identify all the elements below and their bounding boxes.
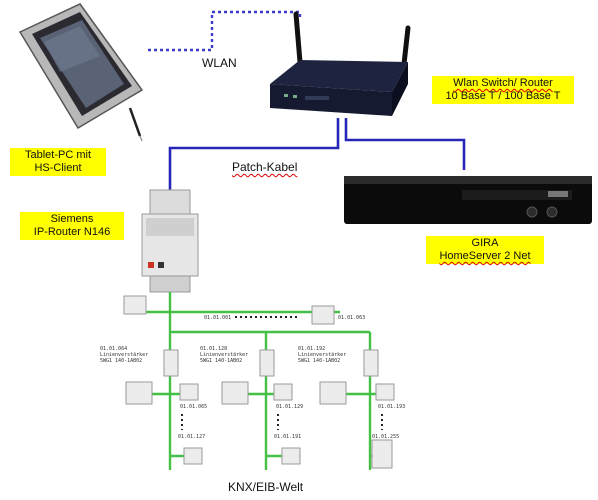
patch-cable-label: Patch-Kabel	[232, 160, 298, 174]
address-top-right: 01.01.063	[338, 315, 366, 321]
coupler2-text2: 5WG1 140-1AB02	[200, 358, 243, 364]
coupler2-text1: Linienverstärker	[200, 352, 249, 358]
gira-caption: GIRA HomeServer 2 Net	[426, 236, 544, 264]
siemens-ip-router-icon	[141, 189, 199, 293]
siemens-caption-line1: Siemens	[50, 213, 94, 225]
address-line2-c: 01.01.191	[274, 434, 302, 440]
wlan-link	[148, 10, 302, 52]
gira-caption-line2: HomeServer 2 Net	[439, 250, 531, 262]
address-line2: 01.01.128	[200, 346, 228, 352]
tablet-caption-line2: HS-Client	[34, 162, 82, 174]
knx-devices	[123, 295, 395, 469]
knx-world-label: KNX/EIB-Welt	[228, 480, 304, 494]
address-line1-c: 01.01.127	[178, 434, 206, 440]
tablet-caption: Tablet-PC mit HS-Client	[10, 148, 106, 176]
address-line3-c: 01.01.255	[372, 434, 400, 440]
patch-cable-homeserver	[344, 118, 466, 170]
router-caption: Wlan Switch/ Router 10 Base T / 100 Base…	[432, 76, 574, 104]
address-line3-b: 01.01.193	[378, 404, 406, 410]
address-top-left: 01.01.001	[204, 315, 232, 321]
wlan-label: WLAN	[202, 56, 237, 70]
gira-homeserver-icon	[344, 176, 592, 224]
tablet-caption-line1: Tablet-PC mit	[24, 149, 92, 161]
siemens-caption: Siemens IP-Router N146	[20, 212, 124, 240]
router-caption-line1: Wlan Switch/ Router	[453, 77, 553, 89]
coupler3-text1: Linienverstärker	[298, 352, 347, 358]
gira-caption-line1: GIRA	[471, 237, 499, 249]
address-line1-b: 01.01.065	[180, 404, 208, 410]
address-line3: 01.01.192	[298, 346, 326, 352]
patch-cable-siemens	[168, 118, 340, 190]
tablet-pc-icon	[18, 3, 144, 142]
wlan-router-icon	[270, 11, 411, 116]
coupler3-text2: 5WG1 140-1AB02	[298, 358, 341, 364]
address-line1: 01.01.064	[100, 346, 128, 352]
sub-line-dots	[181, 414, 383, 430]
siemens-caption-line2: IP-Router N146	[33, 226, 111, 238]
router-caption-line2: 10 Base T / 100 Base T	[445, 90, 561, 102]
address-line2-b: 01.01.129	[276, 404, 304, 410]
coupler1-text2: 5WG1 140-1AB02	[100, 358, 143, 364]
coupler1-text1: Linienverstärker	[100, 352, 149, 358]
